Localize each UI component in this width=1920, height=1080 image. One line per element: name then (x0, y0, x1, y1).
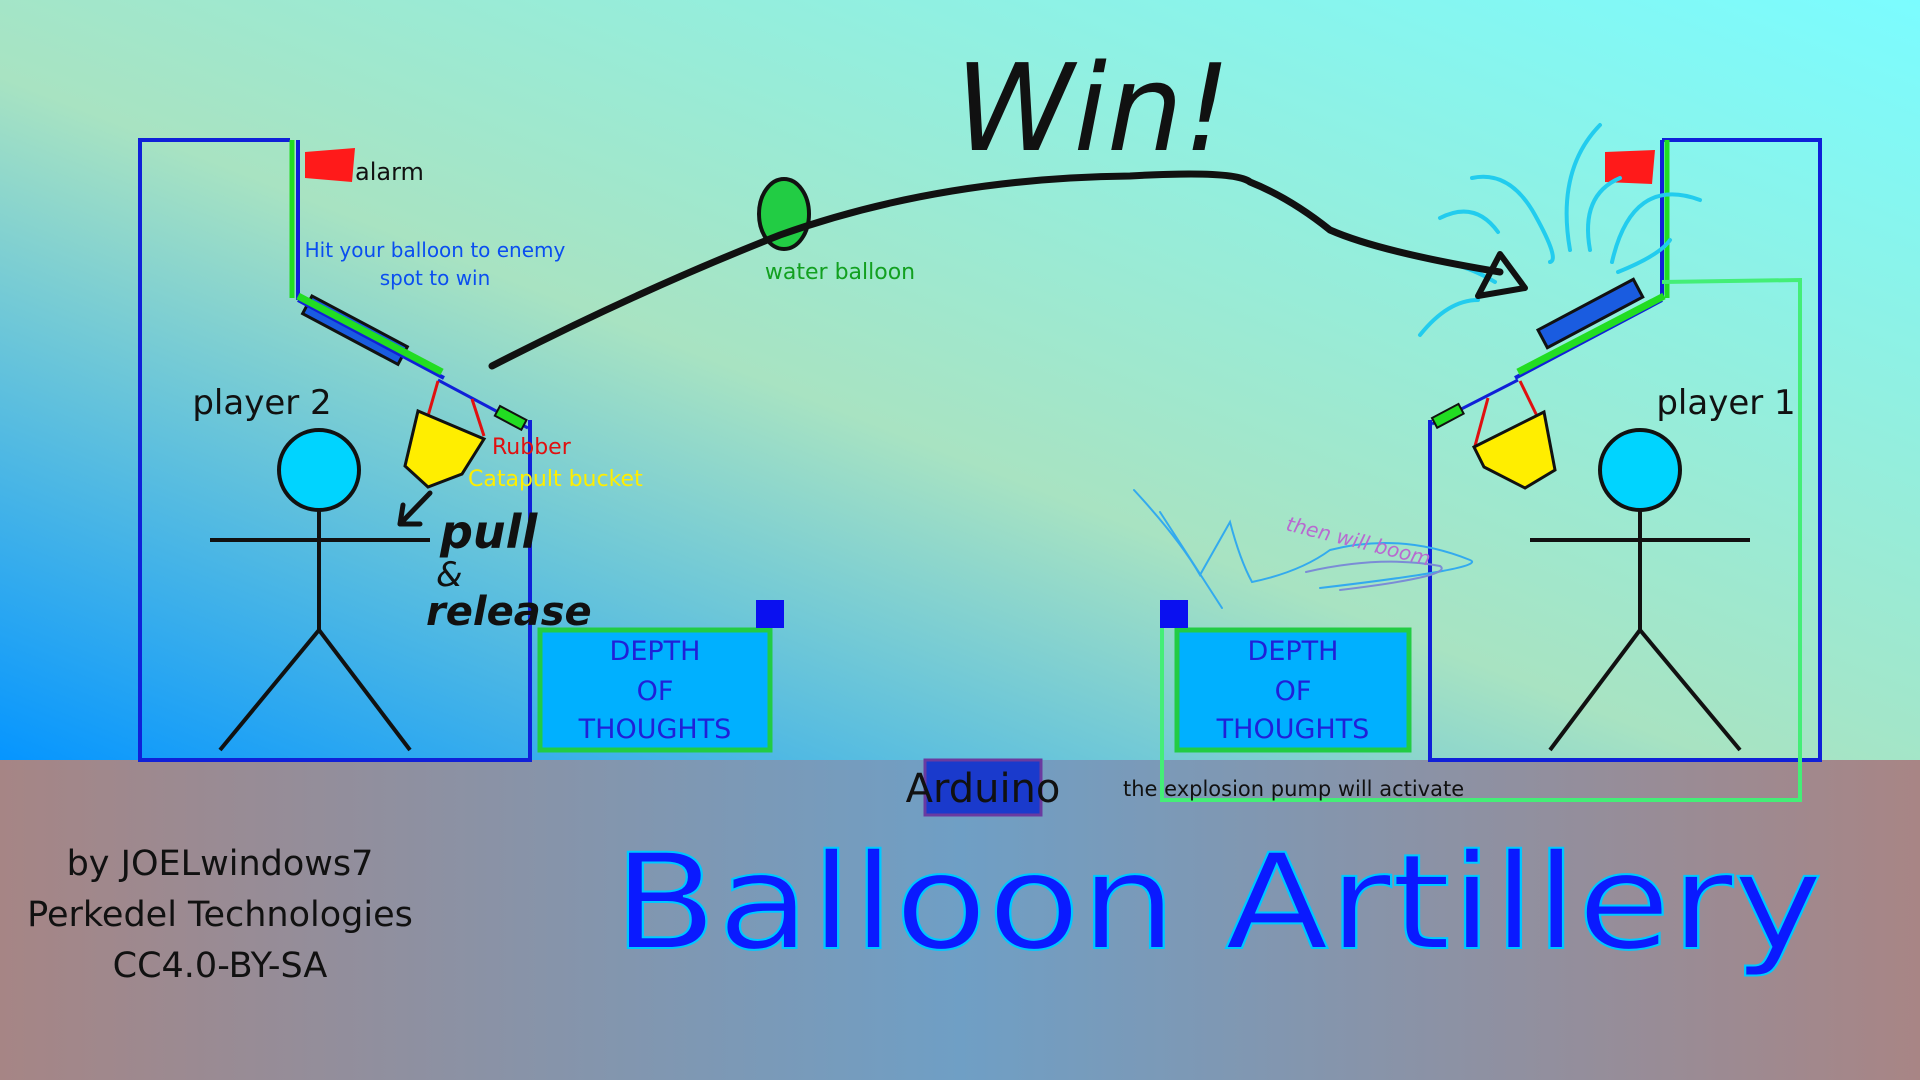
alarm-label: alarm (355, 158, 424, 186)
right-depth-tank (1174, 627, 1412, 753)
left-rubber-tip (493, 404, 528, 432)
credit-company: Perkedel Technologies (27, 895, 413, 935)
left-depth-tank (537, 627, 773, 753)
main-title: Balloon Artillery (613, 826, 1823, 980)
right-tank-line-3: THOUGHTS (1216, 714, 1370, 745)
win-label: Win! (955, 40, 1231, 179)
right-target-paddle (1535, 277, 1645, 350)
right-alarm-icon (1605, 150, 1655, 184)
explosion-pump-label: the explosion pump will activate (1123, 777, 1464, 801)
credit-author: by JOELwindows7 (67, 844, 374, 884)
hint-line-2: spot to win (380, 266, 491, 290)
right-station (1160, 138, 1822, 802)
left-tank-sensor (756, 600, 784, 628)
left-rubber-strap-1 (426, 380, 440, 417)
left-player-leg-right (317, 628, 412, 752)
right-arm-green (1516, 292, 1666, 376)
left-arm-green (296, 292, 444, 376)
left-player-head (277, 428, 361, 512)
left-alarm-icon (305, 148, 355, 182)
left-tank-line-3: THOUGHTS (578, 714, 732, 745)
credit-license: CC4.0-BY-SA (113, 946, 328, 986)
right-tank (1160, 600, 1412, 753)
arduino-label: Arduino (906, 766, 1061, 812)
ampersand-label: & (436, 555, 463, 595)
right-player-leg-left (1548, 628, 1642, 752)
catapult-bucket-label: Catapult bucket (468, 467, 643, 492)
right-player-head (1598, 428, 1682, 512)
release-label: release (426, 589, 592, 635)
left-arm-blue (297, 298, 445, 380)
right-rubber-tip (1430, 402, 1466, 430)
trajectory-line (488, 170, 1504, 370)
scribble-sketch (1133, 489, 1473, 609)
left-tank (537, 600, 784, 753)
hint-line-1: Hit your balloon to enemy (305, 238, 566, 262)
pull-arrow-shaft (397, 490, 433, 527)
left-player-leg-left (218, 628, 321, 752)
right-catapult-bucket (1471, 409, 1557, 490)
splash-icon (1418, 123, 1702, 337)
left-rubber-strap-2 (470, 398, 486, 437)
left-tank-line-2: OF (637, 676, 674, 707)
trajectory-arrow-head-icon (1475, 251, 1528, 299)
right-rubber-strap-2 (1473, 397, 1490, 447)
right-tank-line-1: DEPTH (1248, 636, 1339, 667)
pull-label: pull (439, 505, 538, 559)
explosion-pump-outline (1160, 277, 1802, 802)
player-2-label: player 2 (192, 383, 331, 423)
left-station (138, 138, 532, 762)
left-tank-line-1: DEPTH (610, 636, 701, 667)
right-player-leg-right (1638, 628, 1742, 752)
right-rubber-strap-1 (1518, 380, 1540, 419)
left-catapult-bucket (403, 408, 487, 489)
player-1-label: player 1 (1656, 383, 1795, 423)
pull-arrow-head-icon (397, 502, 423, 527)
rubber-label: Rubber (492, 435, 572, 460)
left-enclosure-frame (138, 138, 532, 762)
water-balloon-label: water balloon (765, 260, 915, 285)
right-enclosure-frame (1428, 138, 1822, 762)
right-tank-sensor (1160, 600, 1188, 628)
arduino-board (923, 758, 1043, 817)
right-tank-line-2: OF (1275, 676, 1312, 707)
